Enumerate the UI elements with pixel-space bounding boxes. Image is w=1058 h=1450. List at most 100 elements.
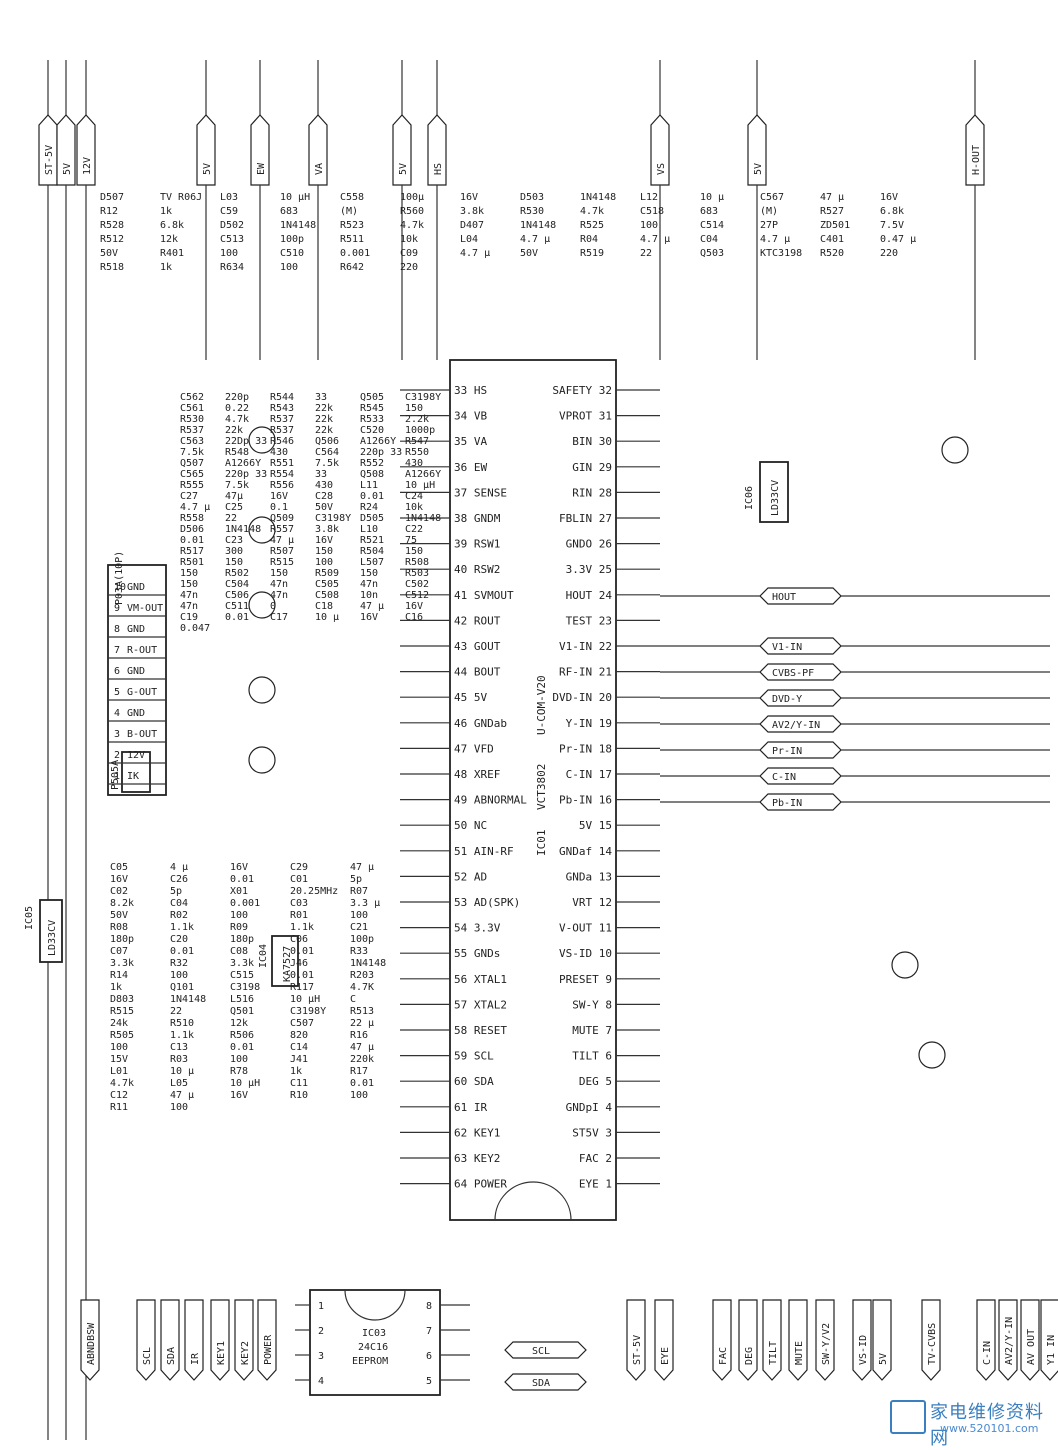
component-label: 16V [880,192,898,203]
net-flag [160,1299,180,1381]
component-label: 22 [225,513,237,524]
component-label: R117 [290,982,314,993]
component-label: 0.01 [180,535,204,546]
component-label: 4.7 μ [760,234,790,245]
component-label: 47 μ [350,1042,374,1053]
component-label: 0.01 [290,946,314,957]
ic-left-pin: 57 XTAL2 [454,998,507,1011]
component-label: 16V [460,192,478,203]
component-label: 10 μ [700,192,724,203]
component-label: C16 [405,612,423,623]
component-label: 7.5k [180,447,204,458]
component-label: 1N4148 [350,958,386,969]
ic-right-pin: FAC 2 [579,1152,612,1165]
component-label: 150 [180,579,198,590]
component-label: R507 [270,546,294,557]
bottom-net-label: TILT [768,1341,779,1365]
top-net-label: VS [656,163,667,175]
ic-left-pin: 56 XTAL1 [454,973,507,986]
net-flag [56,114,76,186]
top-net-label: 12V [82,157,93,175]
component-label: 47n [180,601,198,612]
component-label: 100 [170,970,188,981]
ic-right-pin: BIN 30 [572,435,612,448]
component-label: C514 [700,220,724,231]
ic-right-pin: GNDO 26 [566,538,612,551]
component-label: 16V [270,491,288,502]
right-tag-label: HOUT [772,592,796,603]
component-label: TV R06J [160,192,202,203]
component-label: 47μ [225,491,243,502]
component-label: R527 [820,206,844,217]
component-label: R523 [340,220,364,231]
conn-pin-num: 10 [114,582,126,593]
ic-left-pin: 36 EW [454,461,487,474]
right-tag-label: V1-IN [772,642,802,653]
component-label: 100 [315,557,333,568]
component-label: 1.1k [170,922,194,933]
top-net-label: H-OUT [971,145,982,175]
net-flag [80,1299,100,1381]
component-label: R78 [230,1066,248,1077]
component-label: R557 [270,524,294,535]
component-label: 16V [360,612,378,623]
bottom-net-label: TV-CVBS [927,1323,938,1365]
component-label: C06 [290,934,308,945]
component-label: C [350,994,356,1005]
net-flag [76,114,96,186]
component-label: R528 [100,220,124,231]
regulator-ic06: IC06 LD33CV [744,461,789,523]
component-label: 4.7 μ [460,248,490,259]
component-label: R552 [360,458,384,469]
net-flag [747,114,767,186]
component-label: C26 [170,874,188,885]
component-label: C3198Y [290,1006,326,1017]
conn-pin-num: 3 [114,729,120,740]
component-label: C59 [220,206,238,217]
component-label: 100μ [400,192,424,203]
ic-main-name: IC01 [535,830,548,857]
net-flag [872,1299,892,1381]
bottom-net-label: EYE [660,1347,671,1365]
component-label: R530 [180,414,204,425]
component-label: 150 [360,568,378,579]
component-label: C20 [170,934,188,945]
right-tag-label: AV2/Y-IN [772,720,820,731]
component-label: R03 [170,1054,188,1065]
component-label: C511 [225,601,249,612]
ic-right-pin: V1-IN 22 [559,640,612,653]
eeprom-left-pin: 3 [318,1351,324,1362]
conn-pin-label: B-OUT [127,729,157,740]
component-label: Q509 [270,513,294,524]
bottom-net-label: AV2/Y-IN [1004,1317,1015,1365]
component-label: 27P [760,220,778,231]
component-label: R551 [270,458,294,469]
ic-left-pin: 35 VA [454,435,487,448]
bottom-net-label: C-IN [982,1341,993,1365]
component-label: ZD501 [820,220,850,231]
net-flag [712,1299,732,1381]
ic-left-pin: 49 ABNORMAL [454,794,527,807]
reg-ic04-part: KA7527 [282,946,293,982]
component-label: 100 [110,1042,128,1053]
reg-ic04-name: IC04 [258,944,269,968]
component-label: 50V [110,910,128,921]
eeprom-right-pin: 5 [426,1376,432,1387]
component-label: R550 [405,447,429,458]
component-label: 10n [360,590,378,601]
component-label: 2.2k [405,414,429,425]
component-label: 47 μ [270,535,294,546]
component-label: C506 [225,590,249,601]
component-label: C510 [280,248,304,259]
ic-left-pin: 48 XREF [454,768,500,781]
component-label: C507 [290,1018,314,1029]
eeprom-right-pin: 6 [426,1351,432,1362]
component-label: J46 [290,958,308,969]
net-flag [184,1299,204,1381]
net-flag [650,114,670,186]
ic-right-pin: FBLIN 27 [559,512,612,525]
component-label: D407 [460,220,484,231]
component-label: R515 [270,557,294,568]
component-label: C564 [315,447,339,458]
